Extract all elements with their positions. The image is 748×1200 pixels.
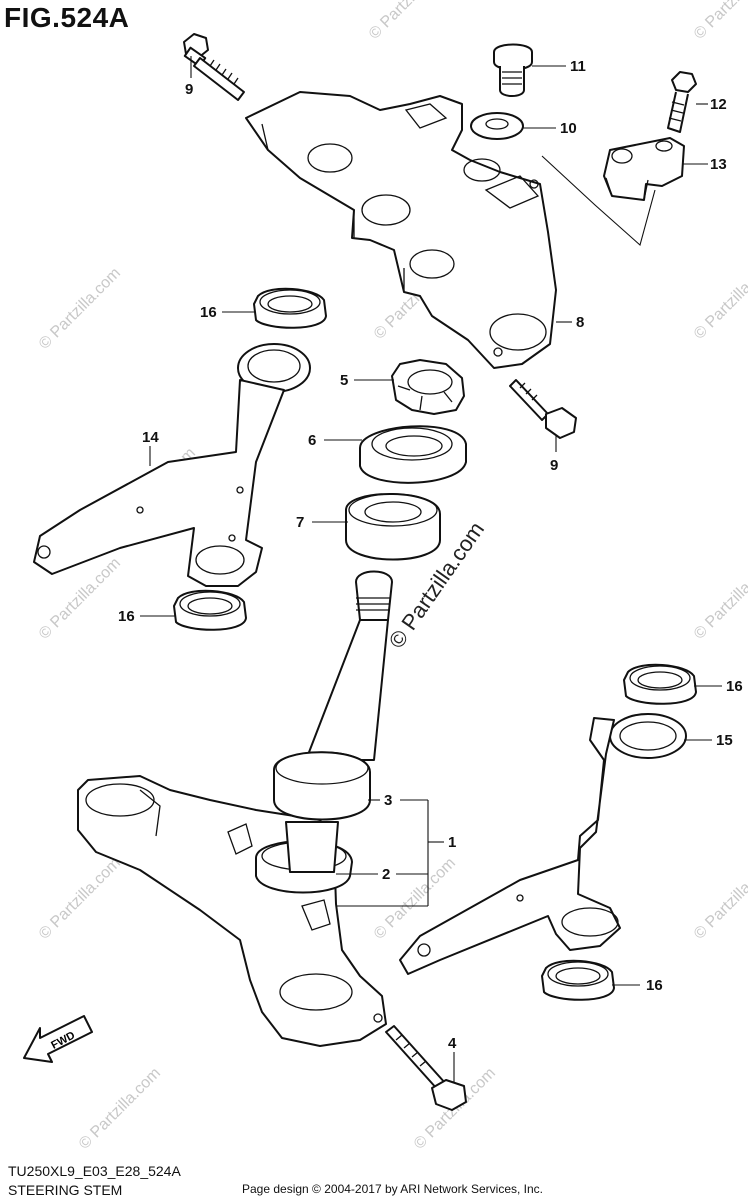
part-4-pinch-bolt[interactable] xyxy=(385,1025,467,1111)
watermark: © Partzilla.com xyxy=(76,1065,164,1153)
copyright-notice: Page design © 2004-2017 by ARI Network S… xyxy=(242,1182,544,1196)
figure-title: FIG.524A xyxy=(4,2,130,33)
watermark: © Partzilla.com xyxy=(691,855,748,943)
callout-16: 16 xyxy=(200,304,217,321)
section-title: STEERING STEM xyxy=(8,1182,123,1198)
part-9-bolt-upper[interactable] xyxy=(183,33,245,101)
callout-16: 16 xyxy=(646,977,663,994)
watermark: © Partzilla.com xyxy=(366,0,454,43)
callout-9: 9 xyxy=(185,81,193,98)
part-9-bolt-lower[interactable] xyxy=(509,379,577,439)
callout-15: 15 xyxy=(716,732,733,749)
part-5-steering-nut[interactable] xyxy=(391,359,465,415)
part-13-handlebar-clamp[interactable] xyxy=(603,137,685,201)
callout-8: 8 xyxy=(576,314,584,331)
part-2-lower-seal[interactable] xyxy=(255,821,353,894)
callout-7: 7 xyxy=(296,514,304,531)
callout-labels: 9 11 10 12 13 8 16 5 14 6 9 7 16 16 15 3… xyxy=(118,58,743,1052)
callout-10: 10 xyxy=(560,120,577,137)
part-12-bolt[interactable] xyxy=(667,71,697,133)
part-6-dust-seal[interactable] xyxy=(359,425,467,484)
assembly-guide-line xyxy=(541,155,656,247)
callout-13: 13 xyxy=(710,156,727,173)
part-16-bushing-upper-right[interactable] xyxy=(623,663,697,705)
callout-3: 3 xyxy=(384,792,392,809)
fwd-arrow-icon: FWD xyxy=(23,1015,93,1063)
callout-5: 5 xyxy=(340,372,348,389)
callout-11: 11 xyxy=(570,58,586,75)
watermark: © Partzilla.com xyxy=(691,0,748,43)
callout-16: 16 xyxy=(726,678,743,695)
callout-4: 4 xyxy=(448,1035,457,1052)
part-7-bearing[interactable] xyxy=(345,493,441,561)
part-3-lower-bearing[interactable] xyxy=(273,751,371,821)
watermark: © Partzilla.com xyxy=(691,255,748,343)
callout-9: 9 xyxy=(550,457,558,474)
callout-16: 16 xyxy=(118,608,135,625)
part-11-bolt[interactable] xyxy=(493,43,533,97)
watermark: © Partzilla.com xyxy=(36,265,124,353)
part-16-bushing-lower-right[interactable] xyxy=(541,959,615,1001)
part-8-upper-bracket[interactable] xyxy=(245,91,557,369)
model-code: TU250XL9_E03_E28_524A xyxy=(8,1163,181,1179)
watermark: © Partzilla.com xyxy=(36,855,124,943)
watermark: © Partzilla.com xyxy=(691,555,748,643)
part-16-bushing-lower-left[interactable] xyxy=(173,589,247,631)
leader-lines xyxy=(140,56,722,1082)
part-14-headlight-bracket[interactable] xyxy=(33,343,311,587)
part-15-headlight-bracket[interactable] xyxy=(399,713,687,975)
callout-6: 6 xyxy=(308,432,316,449)
callout-2: 2 xyxy=(382,866,390,883)
callout-14: 14 xyxy=(142,429,159,446)
callout-1: 1 xyxy=(448,834,456,851)
part-16-bushing-upper-left[interactable] xyxy=(253,287,327,329)
callout-12: 12 xyxy=(710,96,727,113)
part-10-washer[interactable] xyxy=(470,112,524,140)
